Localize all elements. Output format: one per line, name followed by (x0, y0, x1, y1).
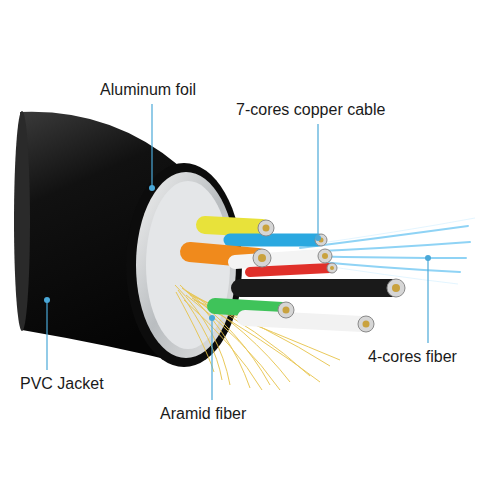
aramid-fiber (175, 285, 340, 390)
part-label: Aluminum foil (100, 80, 196, 100)
part-label: 4-cores fiber (368, 347, 457, 367)
copper-core (190, 225, 392, 324)
leader-dot (44, 185, 431, 321)
jacket-end (14, 111, 30, 331)
aluminum-foil (136, 172, 236, 358)
part-label: Aramid fiber (160, 404, 246, 424)
foil-inner (146, 181, 230, 349)
part-label: PVC Jacket (20, 374, 104, 394)
part-label: 7-cores copper cable (236, 100, 385, 120)
